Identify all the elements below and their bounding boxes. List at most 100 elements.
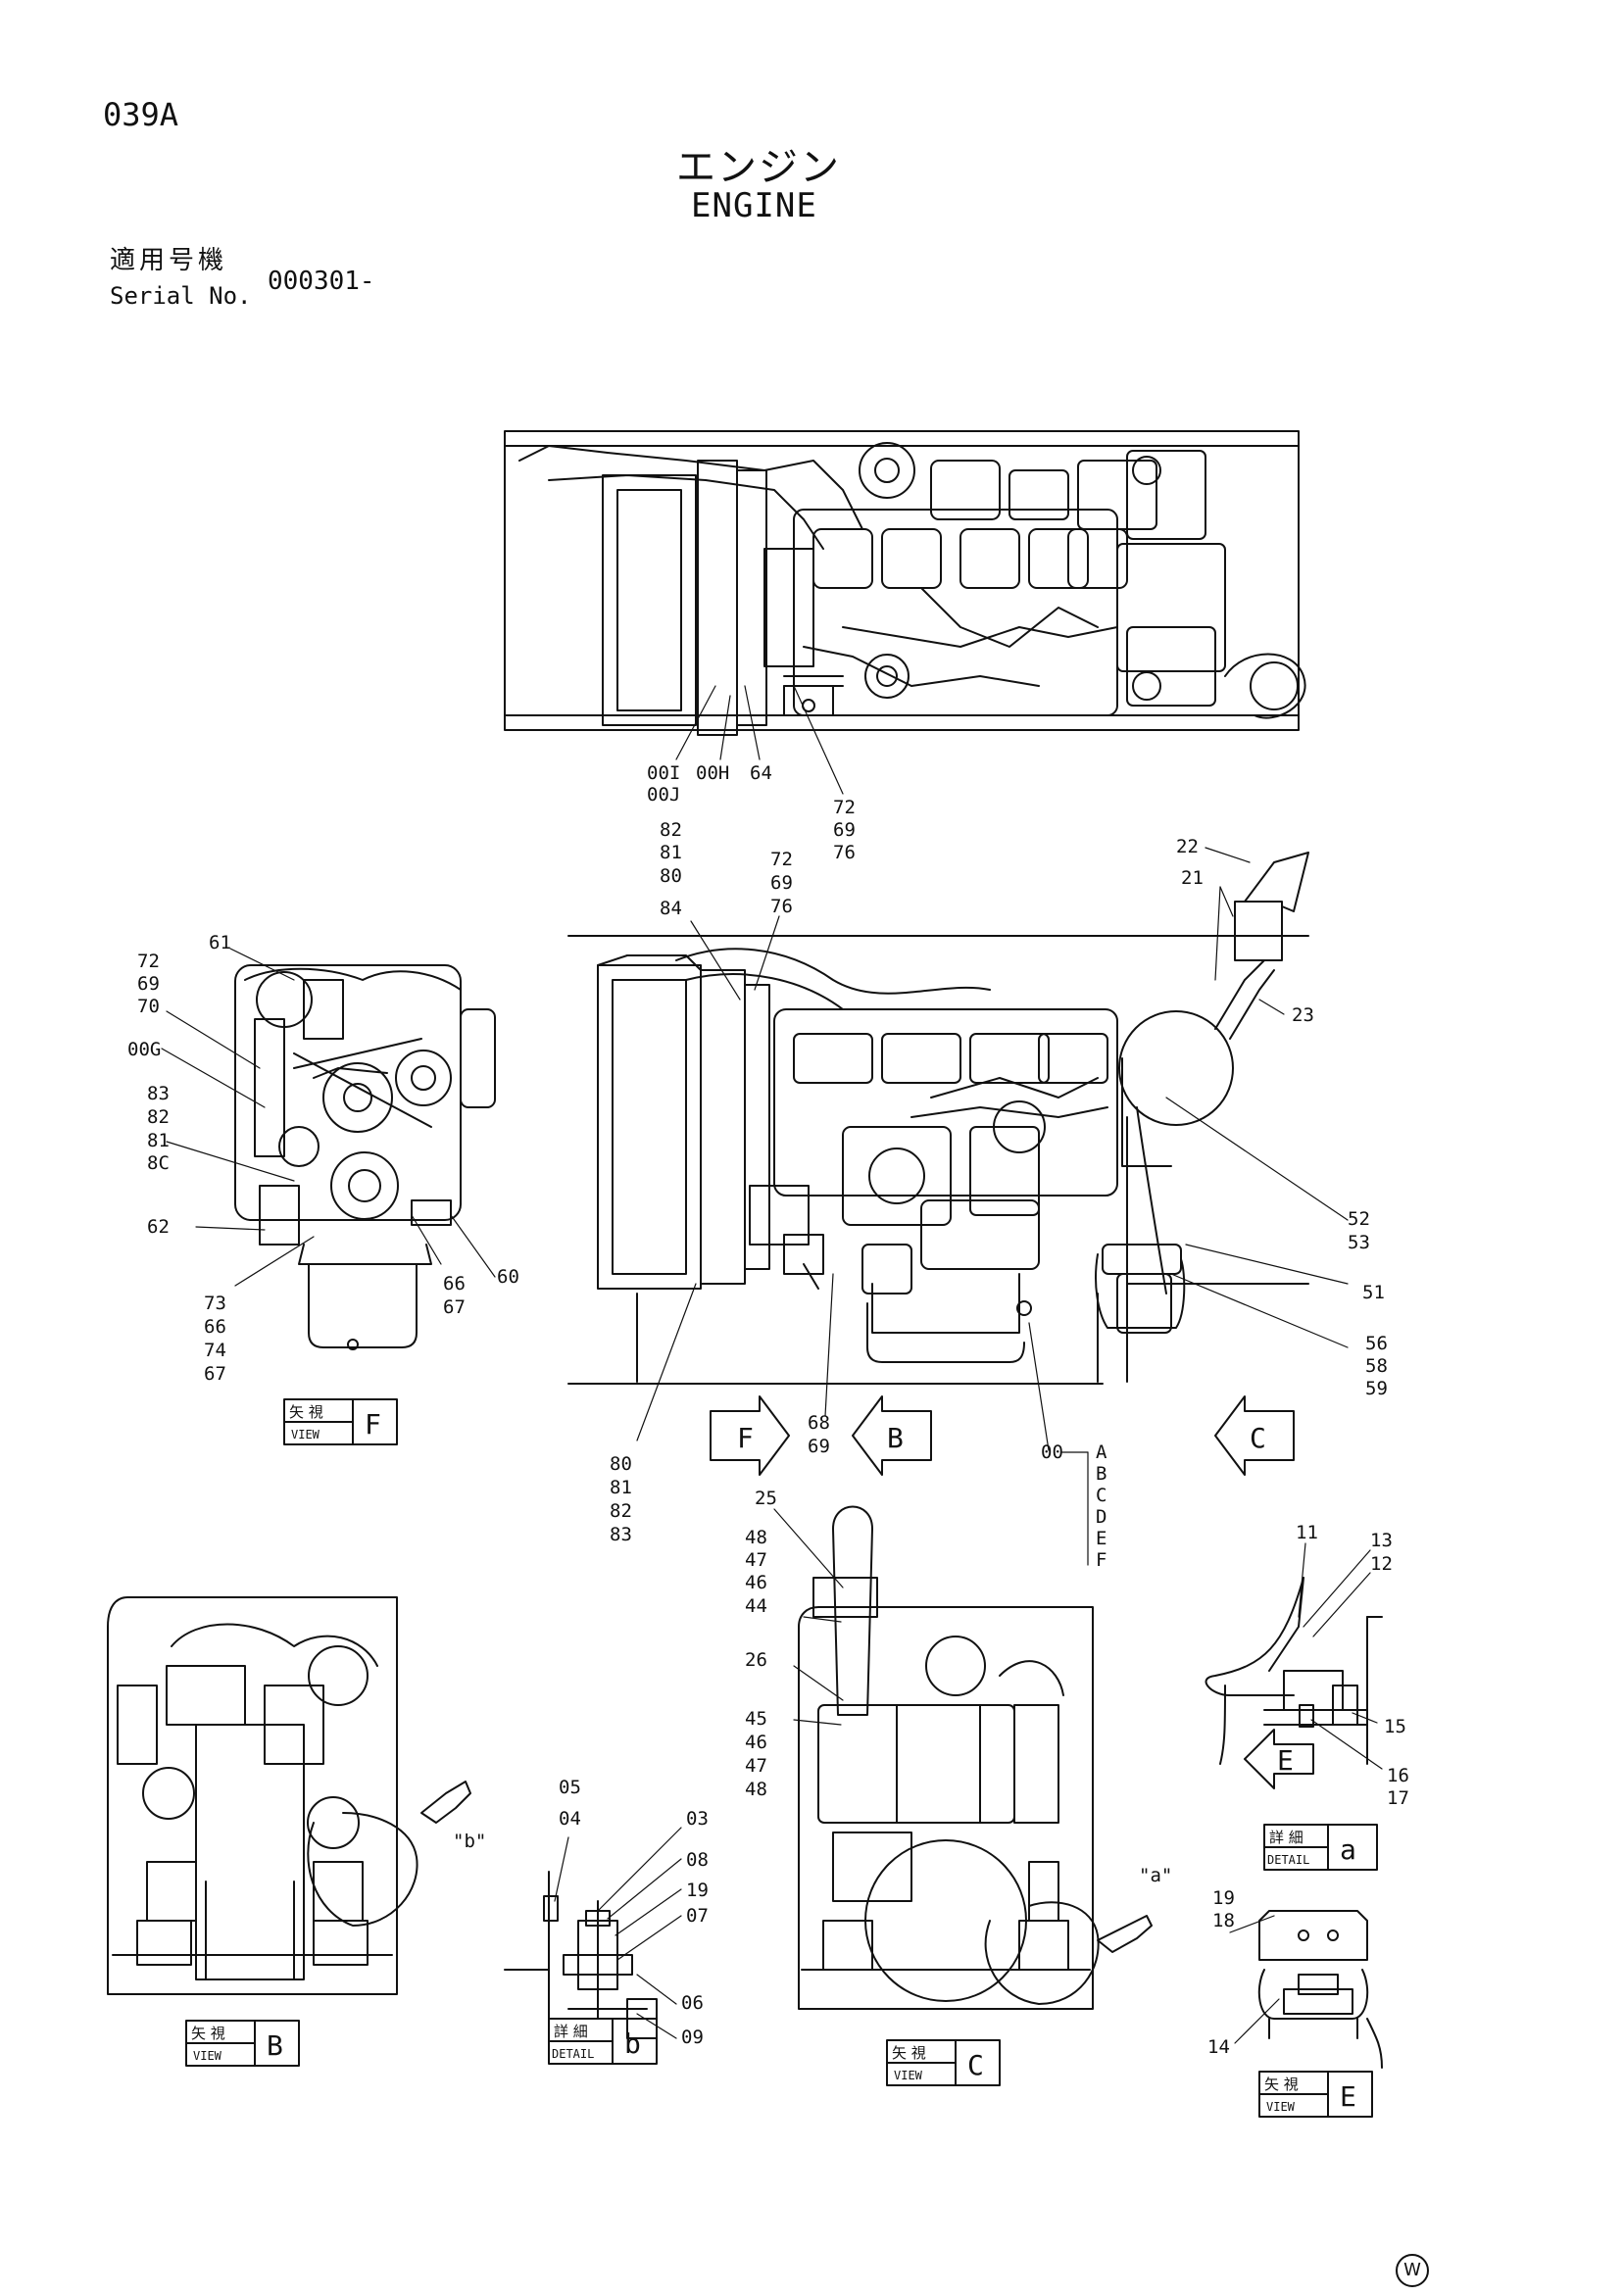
callout-05: 05 <box>559 1777 581 1798</box>
callout-00G: 00G <box>127 1039 161 1060</box>
callout-84: 84 <box>660 898 682 919</box>
callout-80: 80 <box>610 1453 632 1475</box>
callout-76: 76 <box>833 842 856 863</box>
callout-82: 82 <box>147 1106 170 1128</box>
branch-C: C <box>1096 1485 1107 1506</box>
callout-13: 13 <box>1370 1530 1393 1551</box>
view-F-labels: 61 72 69 70 00G 83 82 81 8C 62 73 66 74 … <box>127 932 519 1385</box>
view-F-leaders <box>161 948 496 1287</box>
callout-00I: 00I <box>647 762 680 784</box>
callout-52: 52 <box>1348 1208 1370 1230</box>
callout-19: 19 <box>686 1880 709 1901</box>
view-B-letter: B <box>267 2029 283 2062</box>
detail-b-letter: b <box>624 2027 641 2060</box>
arrow-letter-B: B <box>887 1422 904 1454</box>
callout-53: 53 <box>1348 1232 1370 1253</box>
detail-b-tag: 詳 細 DETAIL b <box>548 2018 658 2065</box>
branch-A: A <box>1096 1441 1107 1463</box>
callout-47: 47 <box>745 1549 767 1571</box>
view-E-labels: 19 18 14 <box>1207 1887 1235 2058</box>
view-B-en: VIEW <box>193 2049 222 2063</box>
top-view-drawing <box>504 430 1306 736</box>
callout-81: 81 <box>610 1477 632 1498</box>
callout-a-ref: "a" <box>1139 1865 1172 1886</box>
callout-61: 61 <box>209 932 231 953</box>
callout-46: 46 <box>745 1732 767 1753</box>
callout-72: 72 <box>770 849 793 870</box>
page-code: 039A <box>103 96 179 133</box>
callout-51: 51 <box>1362 1282 1385 1303</box>
view-B-drawing <box>107 1596 471 1995</box>
callout-82: 82 <box>610 1500 632 1522</box>
detail-a-leaders <box>1298 1542 1383 1770</box>
view-C-en: VIEW <box>894 2069 923 2082</box>
detail-a-en: DETAIL <box>1267 1853 1309 1867</box>
callout-06: 06 <box>681 1992 704 2014</box>
callout-66: 66 <box>204 1316 226 1338</box>
callout-80: 80 <box>660 865 682 887</box>
detail-a-drawing: E <box>1205 1577 1383 1789</box>
view-arrow-F: F <box>710 1395 790 1476</box>
callout-b-ref: "b" <box>453 1831 486 1852</box>
detail-a-letter: a <box>1340 1833 1356 1866</box>
view-F-tag: 矢 視 VIEW F <box>283 1398 398 1445</box>
detail-a-labels: 11 13 12 15 16 17 <box>1296 1522 1409 1809</box>
callout-22: 22 <box>1176 836 1199 857</box>
callout-00J: 00J <box>647 784 680 806</box>
callout-48: 48 <box>745 1527 767 1548</box>
arrow-letter-C: C <box>1250 1422 1266 1454</box>
callout-44: 44 <box>745 1595 767 1617</box>
callout-14: 14 <box>1207 2036 1230 2058</box>
callout-73: 73 <box>204 1293 226 1314</box>
callout-21: 21 <box>1181 867 1204 889</box>
callout-69: 69 <box>808 1436 830 1457</box>
view-C-letter: C <box>967 2049 984 2081</box>
view-E-leaders <box>1229 1915 1280 2044</box>
callout-15: 15 <box>1384 1716 1406 1737</box>
side-view-labels: 82 81 80 84 72 69 76 22 21 23 52 53 51 5… <box>610 819 1388 1571</box>
view-F-drawing <box>234 964 496 1350</box>
branch-E: E <box>1096 1528 1107 1549</box>
view-C-labels: 25 48 47 46 44 26 45 46 47 48 "a" <box>745 1488 1172 1886</box>
callout-62: 62 <box>147 1216 170 1238</box>
callout-83: 83 <box>147 1083 170 1104</box>
view-C-leaders <box>773 1508 844 1726</box>
callout-56: 56 <box>1365 1333 1388 1354</box>
callout-23: 23 <box>1292 1004 1314 1026</box>
callout-67: 67 <box>443 1296 466 1318</box>
callout-47: 47 <box>745 1755 767 1777</box>
callout-09: 09 <box>681 2027 704 2048</box>
view-F-letter: F <box>365 1408 381 1441</box>
callout-83: 83 <box>610 1524 632 1545</box>
side-view-leaders <box>636 847 1349 1566</box>
view-F-en: VIEW <box>291 1428 320 1441</box>
callout-03: 03 <box>686 1808 709 1830</box>
watermark-logo: W <box>1396 2254 1429 2287</box>
callout-69: 69 <box>137 973 160 995</box>
view-E-jp: 矢 視 <box>1264 2076 1299 2093</box>
detail-b-jp: 詳 細 <box>554 2023 588 2040</box>
callout-66: 66 <box>443 1273 466 1295</box>
serial-label-english: Serial No. <box>110 282 252 310</box>
callout-16: 16 <box>1387 1765 1409 1786</box>
top-view-leaders <box>675 685 844 795</box>
callout-69: 69 <box>833 819 856 841</box>
serial-value: 000301- <box>268 267 375 296</box>
callout-00: 00 <box>1041 1441 1063 1463</box>
view-C-jp: 矢 視 <box>892 2044 926 2062</box>
callout-04: 04 <box>559 1808 581 1830</box>
serial-label-japanese: 適用号機 <box>110 246 228 275</box>
callout-8C: 8C <box>147 1152 170 1174</box>
callout-12: 12 <box>1370 1553 1393 1575</box>
callout-59: 59 <box>1365 1378 1388 1399</box>
callout-00H: 00H <box>696 762 729 784</box>
view-arrow-C: C <box>1214 1395 1295 1476</box>
detail-b-drawing <box>504 1871 658 2039</box>
callout-81: 81 <box>660 842 682 863</box>
callout-68: 68 <box>808 1412 830 1434</box>
callout-69: 69 <box>770 872 793 894</box>
callout-74: 74 <box>204 1340 226 1361</box>
callout-11: 11 <box>1296 1522 1318 1543</box>
callout-67: 67 <box>204 1363 226 1385</box>
